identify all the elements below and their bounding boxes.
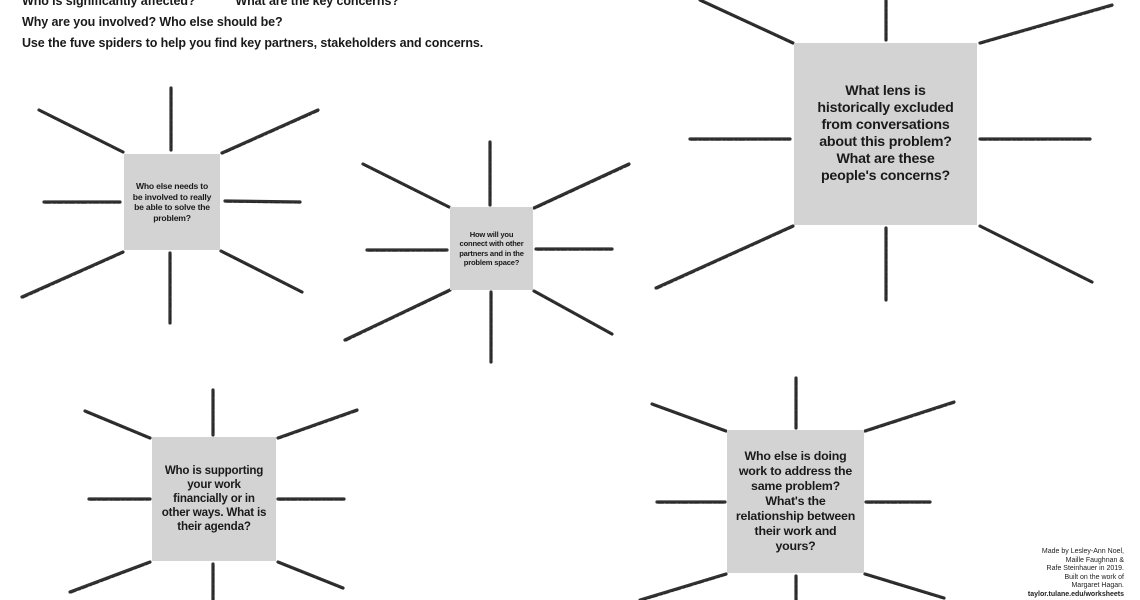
spider-leg-texture: [700, 0, 794, 45]
spider-leg: [638, 572, 728, 600]
instruction-line-3: Use the fuve spiders to help you find ke…: [22, 36, 484, 50]
spider-leg-texture: [278, 410, 359, 440]
spider-leg-texture: [865, 402, 956, 433]
credit-line: Built on the work of: [1064, 573, 1124, 581]
credit-line: Made by Lesley-Ann Noel,: [1041, 548, 1124, 555]
credit-url: taylor.tulane.edu/worksheets: [1027, 590, 1124, 598]
spider-box-connect: How will you connect with other partners…: [450, 207, 533, 290]
spider-box-others-work: Who else is doing work to address the sa…: [727, 430, 864, 573]
spider-leg-texture: [70, 562, 151, 594]
spider-leg: [532, 162, 631, 210]
credit-line: Rafe Steinhauer in 2019.: [1046, 565, 1124, 572]
spider-leg: [343, 288, 452, 342]
spider-leg-texture: [865, 574, 946, 600]
spider-leg-texture: [221, 251, 304, 294]
spider-leg-texture: [534, 164, 631, 210]
spider-box-excluded-lens: What lens is historically excluded from …: [794, 43, 977, 225]
spider-leg-texture: [39, 110, 124, 154]
instructions: Who is significantly affected? What are t…: [22, 0, 622, 54]
spider-leg-texture: [85, 411, 151, 440]
spider-question-excluded-lens: What lens is historically excluded from …: [817, 83, 954, 184]
credit-line: Maille Faughnan &: [1065, 556, 1124, 564]
spider-leg-texture: [980, 5, 1113, 45]
spider-box-involved: Who else needs to be involved to really …: [124, 154, 220, 250]
spider-question-supporting: Who is supporting your work financially …: [161, 464, 267, 533]
spider-question-others-work: Who else is doing work to address the sa…: [735, 449, 856, 553]
spider-box-supporting: Who is supporting your work financially …: [152, 437, 276, 561]
spider-leg-texture: [656, 226, 794, 290]
spider-leg-texture: [652, 404, 727, 433]
credit-block: Made by Lesley-Ann Noel, Maille Faughnan…: [994, 548, 1124, 599]
instruction-line-2: Why are you involved? Who else should be…: [22, 15, 283, 29]
credit-line: Margaret Hagan.: [1071, 582, 1124, 589]
spider-leg: [223, 199, 302, 204]
spider-question-connect: How will you connect with other partners…: [459, 229, 524, 268]
spider-leg-texture: [363, 164, 450, 209]
spider-leg-texture: [345, 290, 451, 342]
spider-question-involved: Who else needs to be involved to really …: [132, 181, 212, 223]
spider-leg-texture: [22, 252, 124, 299]
spider-leg: [863, 400, 956, 433]
instruction-affected: Who is significantly affected?: [22, 0, 196, 8]
spider-leg-texture: [222, 110, 320, 155]
spider-leg-texture: [278, 562, 345, 590]
spider-leg: [220, 108, 320, 155]
spider-leg-texture: [642, 574, 727, 600]
spider-leg: [68, 560, 152, 594]
instruction-concerns: What are the key concerns?: [235, 0, 399, 8]
spider-leg-texture: [534, 291, 614, 336]
spider-leg: [654, 224, 795, 290]
spider-leg: [978, 3, 1114, 45]
spider-leg-texture: [980, 226, 1094, 284]
spider-leg-texture: [225, 201, 301, 204]
spider-leg: [276, 408, 359, 440]
spider-leg: [863, 572, 946, 600]
instruction-line-1: Who is significantly affected? What are t…: [22, 0, 622, 12]
spider-leg: [20, 250, 125, 299]
